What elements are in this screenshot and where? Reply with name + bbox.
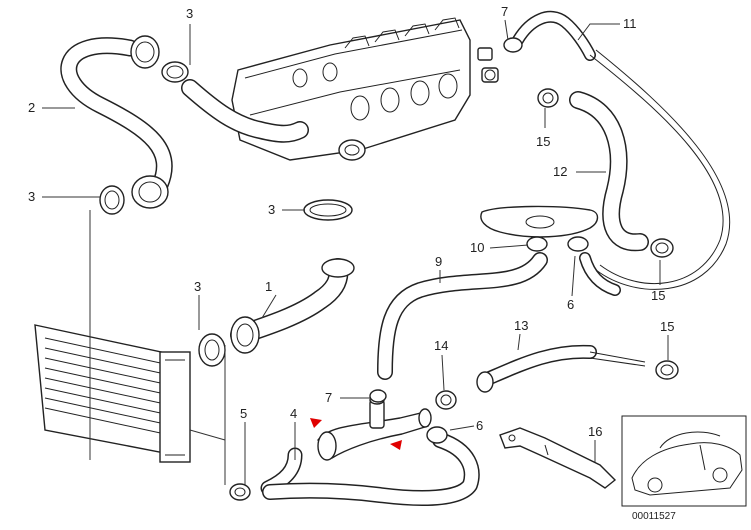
callout-14: 14 [434,338,448,353]
callout-6-right: 6 [567,297,574,312]
hose-11-top-right [512,10,596,61]
leader-lines [42,19,669,485]
hose-11-long-line [589,49,731,290]
callout-12: 12 [553,164,567,179]
callout-15-right: 15 [651,288,665,303]
callout-15-top: 15 [536,134,550,149]
callout-7-lower: 7 [325,390,332,405]
bracket-16 [499,427,617,489]
radiator [34,324,191,463]
callout-3-top: 3 [186,6,193,21]
vehicle-locator-inset [621,415,747,507]
callouts: 2 3 3 3 1 3 4 5 7 11 15 12 15 10 6 9 7 1… [28,4,674,439]
document-number: 00011527 [632,511,676,522]
hose-outlet-from-head [181,79,309,143]
hose-1-radiator-upper [230,258,349,345]
t-piece-pipe [317,395,432,461]
thermostat-flange [480,205,599,238]
callout-9: 9 [435,254,442,269]
callout-3-left: 3 [28,189,35,204]
hose-12-right [569,91,649,252]
callout-15-lower: 15 [660,319,674,334]
hose-13-bleed [478,344,646,387]
red-arrow-left [310,418,322,428]
hose-2-upper-left [60,37,173,194]
callout-16: 16 [588,424,602,439]
hose-9-vertical [377,252,548,380]
callout-3-middle: 3 [268,202,275,217]
red-arrow-right [390,440,402,450]
callout-5: 5 [240,406,247,421]
clamps [99,35,679,501]
callout-7-top: 7 [501,4,508,19]
callout-1: 1 [265,279,272,294]
callout-10: 10 [470,240,484,255]
callout-3-lower: 3 [194,279,201,294]
hose-4-lower-right [262,432,480,506]
callout-13: 13 [514,318,528,333]
callout-2: 2 [28,100,35,115]
callout-6-lower: 6 [476,418,483,433]
hose-8-down [579,252,621,296]
callout-11: 11 [623,16,637,31]
callout-4: 4 [290,406,297,421]
